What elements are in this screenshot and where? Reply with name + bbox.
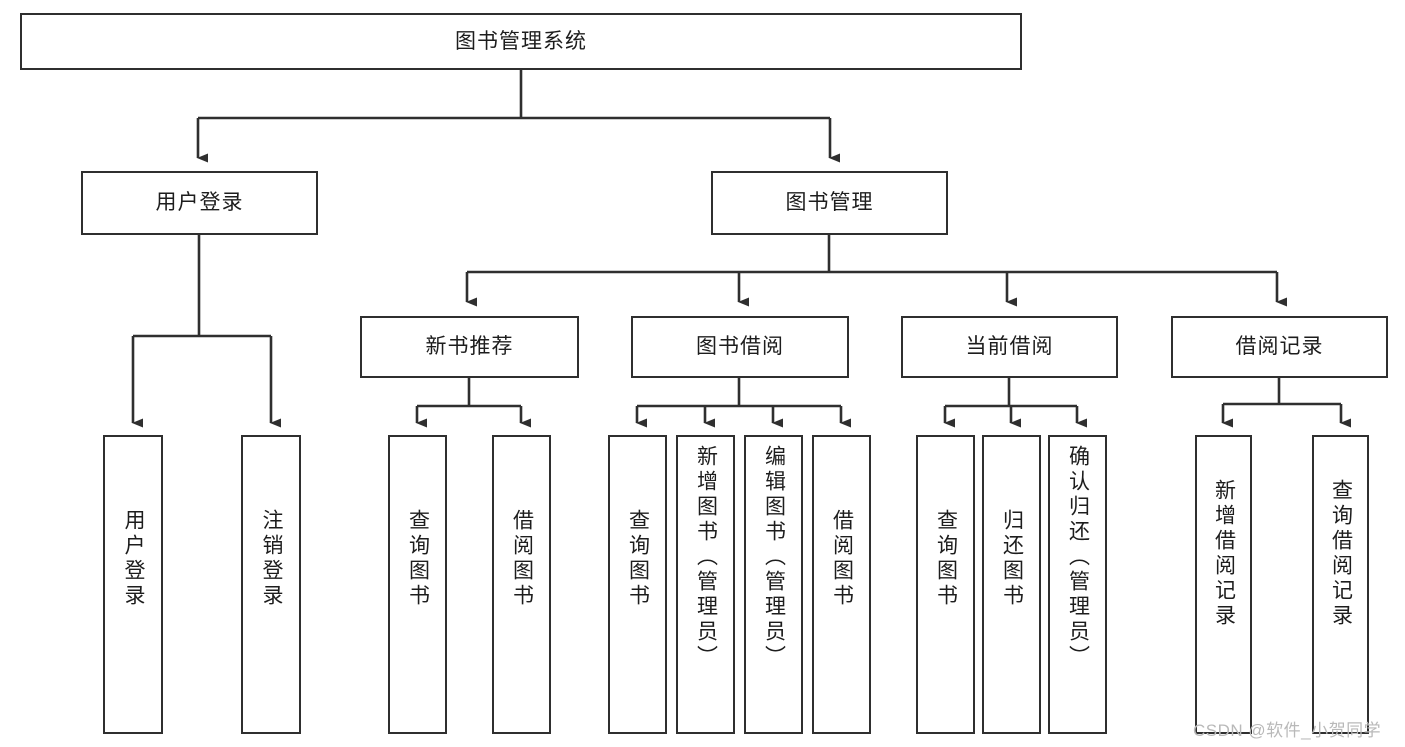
node-leaf-borrow-book-2-label: 借阅图书 (830, 509, 854, 609)
connectors-book-management (465, 235, 1287, 307)
node-leaf-query-record-label: 查询借阅记录 (1329, 479, 1353, 629)
node-user-login[interactable]: 用户登录 (81, 171, 318, 235)
node-book-management-label: 图书管理 (785, 191, 874, 215)
node-leaf-query-book-3-label: 查询图书 (934, 509, 958, 609)
node-leaf-edit-book-label: 编辑图书（管理员） (762, 445, 786, 670)
node-new-book-recommend-label: 新书推荐 (425, 335, 514, 359)
connectors-current-borrow (943, 378, 1087, 428)
node-leaf-query-book-2-label: 查询图书 (626, 509, 650, 609)
connectors-new-book-recommend (415, 378, 531, 428)
node-leaf-confirm-return-label: 确认归还（管理员） (1066, 445, 1090, 670)
node-leaf-borrow-book-1[interactable]: 借阅图书 (492, 435, 551, 734)
node-leaf-add-book-label: 新增图书（管理员） (694, 445, 718, 670)
connectors-root (196, 70, 840, 163)
connectors-book-borrow (635, 378, 851, 428)
connectors-borrow-record (1221, 378, 1351, 428)
node-leaf-return-book-label: 归还图书 (1000, 509, 1024, 609)
node-leaf-query-book-1[interactable]: 查询图书 (388, 435, 447, 734)
node-leaf-user-login-label: 用户登录 (122, 509, 146, 609)
node-leaf-confirm-return[interactable]: 确认归还（管理员） (1048, 435, 1107, 734)
node-root[interactable]: 图书管理系统 (20, 13, 1022, 70)
node-new-book-recommend[interactable]: 新书推荐 (360, 316, 579, 378)
node-leaf-user-login[interactable]: 用户登录 (103, 435, 163, 734)
node-leaf-borrow-book-2[interactable]: 借阅图书 (812, 435, 871, 734)
node-leaf-add-record-label: 新增借阅记录 (1212, 479, 1236, 629)
node-book-borrow-label: 图书借阅 (696, 335, 784, 359)
node-root-label: 图书管理系统 (455, 29, 587, 53)
node-borrow-record-label: 借阅记录 (1235, 335, 1324, 359)
node-leaf-query-book-2[interactable]: 查询图书 (608, 435, 667, 734)
node-borrow-record[interactable]: 借阅记录 (1171, 316, 1388, 378)
node-leaf-add-record[interactable]: 新增借阅记录 (1195, 435, 1252, 734)
node-leaf-query-book-1-label: 查询图书 (406, 509, 430, 609)
node-leaf-add-book[interactable]: 新增图书（管理员） (676, 435, 735, 734)
node-leaf-logout[interactable]: 注销登录 (241, 435, 301, 734)
node-current-borrow[interactable]: 当前借阅 (901, 316, 1118, 378)
node-leaf-return-book[interactable]: 归还图书 (982, 435, 1041, 734)
node-user-login-label: 用户登录 (155, 191, 244, 215)
node-book-borrow[interactable]: 图书借阅 (631, 316, 849, 378)
node-leaf-logout-label: 注销登录 (260, 509, 284, 609)
node-current-borrow-label: 当前借阅 (965, 335, 1054, 359)
node-leaf-query-book-3[interactable]: 查询图书 (916, 435, 975, 734)
node-leaf-query-record[interactable]: 查询借阅记录 (1312, 435, 1369, 734)
connectors-user-login (131, 235, 281, 428)
node-leaf-borrow-book-1-label: 借阅图书 (510, 509, 534, 609)
node-book-management[interactable]: 图书管理 (711, 171, 948, 235)
node-leaf-edit-book[interactable]: 编辑图书（管理员） (744, 435, 803, 734)
